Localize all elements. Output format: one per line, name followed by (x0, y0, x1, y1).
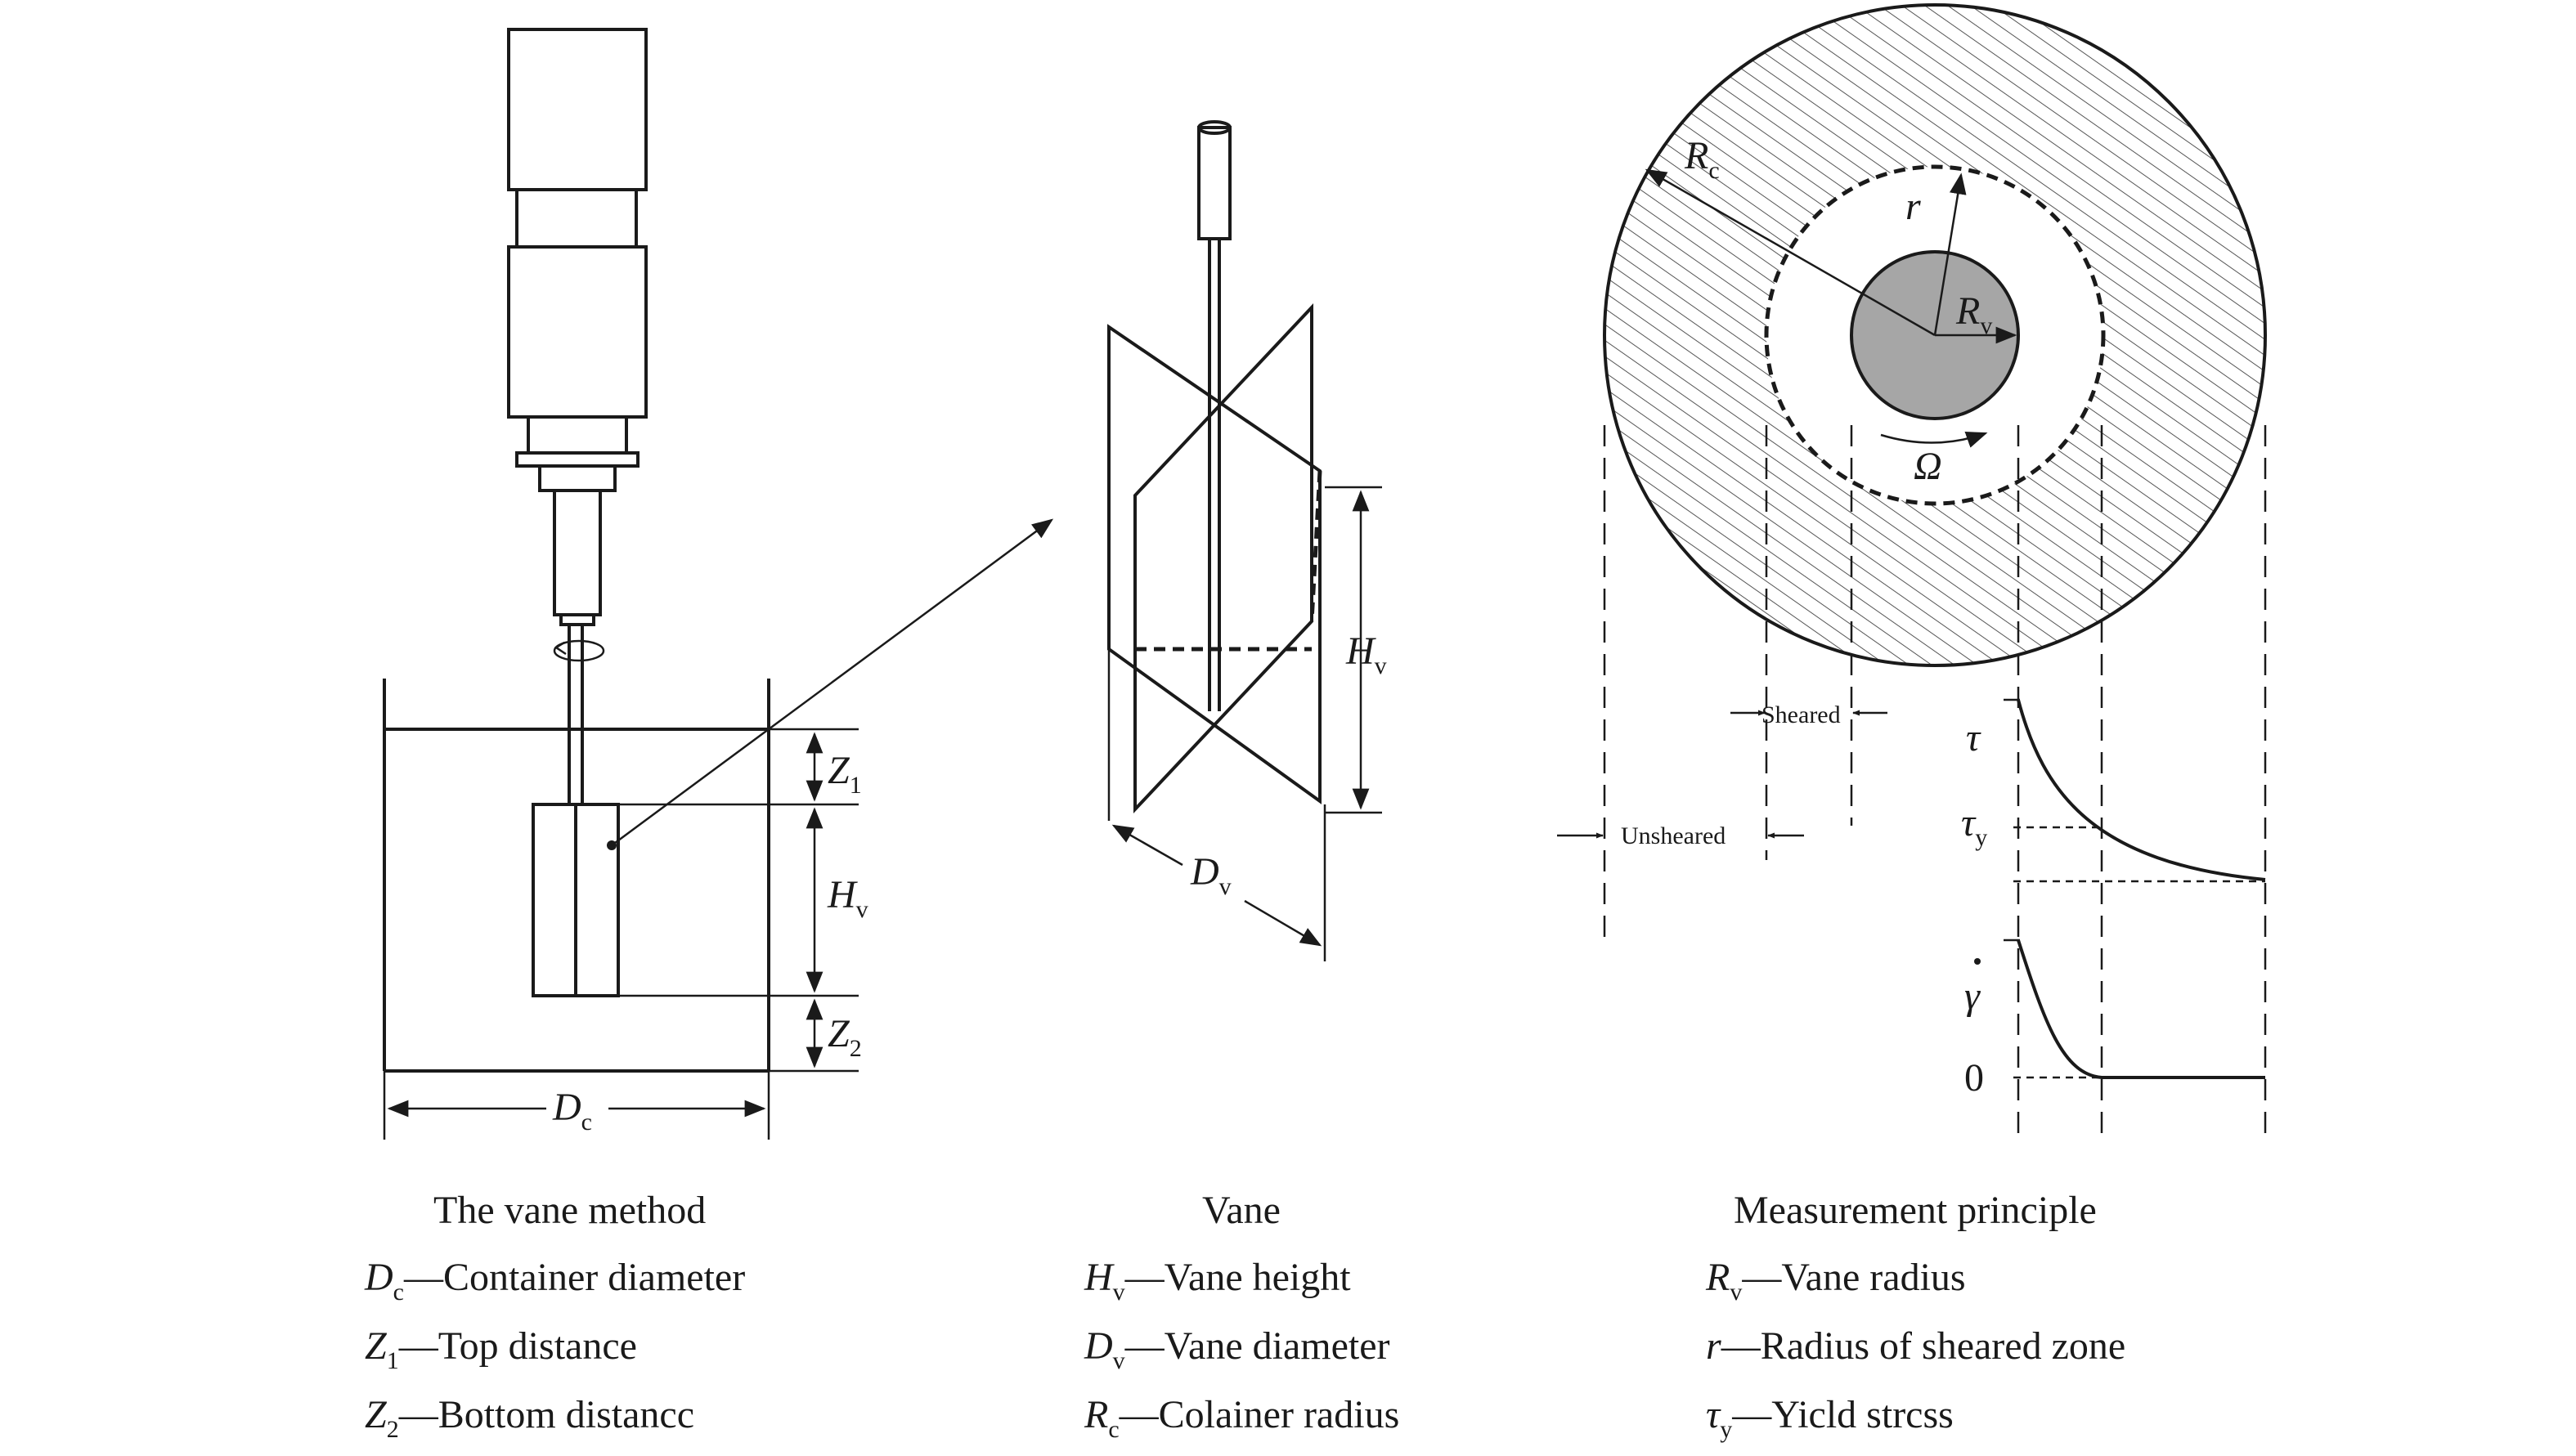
shaft (568, 625, 584, 804)
caption-title-vane: Vane (1202, 1189, 1281, 1232)
legend-row: Dc—Container diameter (364, 1256, 745, 1306)
label-rc: Rc (1684, 134, 1720, 184)
zone-arrows (1557, 710, 1887, 839)
vane-handle (1197, 120, 1232, 711)
gamma-dot-mark (1974, 958, 1981, 965)
label-zero: 0 (1964, 1056, 1984, 1100)
label-gamma-dot: γ (1964, 974, 1981, 1018)
label-dc: Dc (552, 1086, 592, 1136)
caption-vane: Vane Hv—Vane height Dv—Vane diameter Rc—… (1084, 1189, 1399, 1443)
shear-rate-profile (2004, 939, 2265, 1079)
principle-panel: Rc r Rv Ω Sheared Unsheared τ τy (1557, 3, 2267, 1136)
label-z2: Z2 (828, 1012, 862, 1062)
rheometer-head (507, 28, 648, 626)
label-rv: Rv (1955, 289, 1992, 339)
label-z1: Z1 (828, 749, 862, 799)
legend-row: τy—Yicld strcss (1706, 1393, 1954, 1443)
vane-label-dv: Dv (1190, 850, 1232, 900)
radius-lines (1645, 168, 2017, 448)
rotation-arrow-icon (553, 639, 605, 662)
label-tau: τ (1966, 716, 1981, 759)
dimension-lines (383, 728, 859, 1140)
label-sheared: Sheared (1761, 701, 1841, 728)
legend-row: Z2—Bottom distancc (365, 1393, 694, 1443)
label-r: r (1905, 185, 1921, 228)
caption-title-principle: Measurement principle (1734, 1189, 2097, 1232)
legend-row: Dv—Vane diameter (1084, 1324, 1390, 1374)
label-tau-y: τy (1961, 801, 1987, 851)
label-hv: Hv (827, 873, 868, 923)
vane-method-panel: Z1 Hv Z2 Dc (383, 28, 1054, 1140)
zone-guides (1603, 425, 2267, 1136)
legend-row: r—Radius of sheared zone (1706, 1324, 2125, 1368)
caption-title-vane-method: The vane method (433, 1189, 706, 1232)
container (383, 679, 770, 1073)
vane-body (532, 803, 620, 997)
legend-row: Z1—Top distance (365, 1324, 637, 1374)
legend-row: Rc—Colainer radius (1084, 1393, 1399, 1443)
vane-blades (1107, 302, 1322, 814)
label-omega: Ω (1914, 445, 1942, 488)
caption-vane-method: The vane method Dc—Container diameter Z1… (364, 1189, 745, 1443)
legend-row: Rv—Vane radius (1705, 1256, 1966, 1306)
label-unsheared: Unsheared (1621, 822, 1726, 849)
vane-dimensions (1107, 486, 1382, 961)
vane-panel: Hv Dv (1107, 120, 1387, 961)
stress-profile (2004, 698, 2266, 883)
zoom-arrow (611, 518, 1054, 847)
caption-principle: Measurement principle Rv—Vane radius r—R… (1705, 1189, 2125, 1443)
legend-row: Hv—Vane height (1084, 1256, 1351, 1306)
vane-label-hv: Hv (1345, 629, 1387, 679)
